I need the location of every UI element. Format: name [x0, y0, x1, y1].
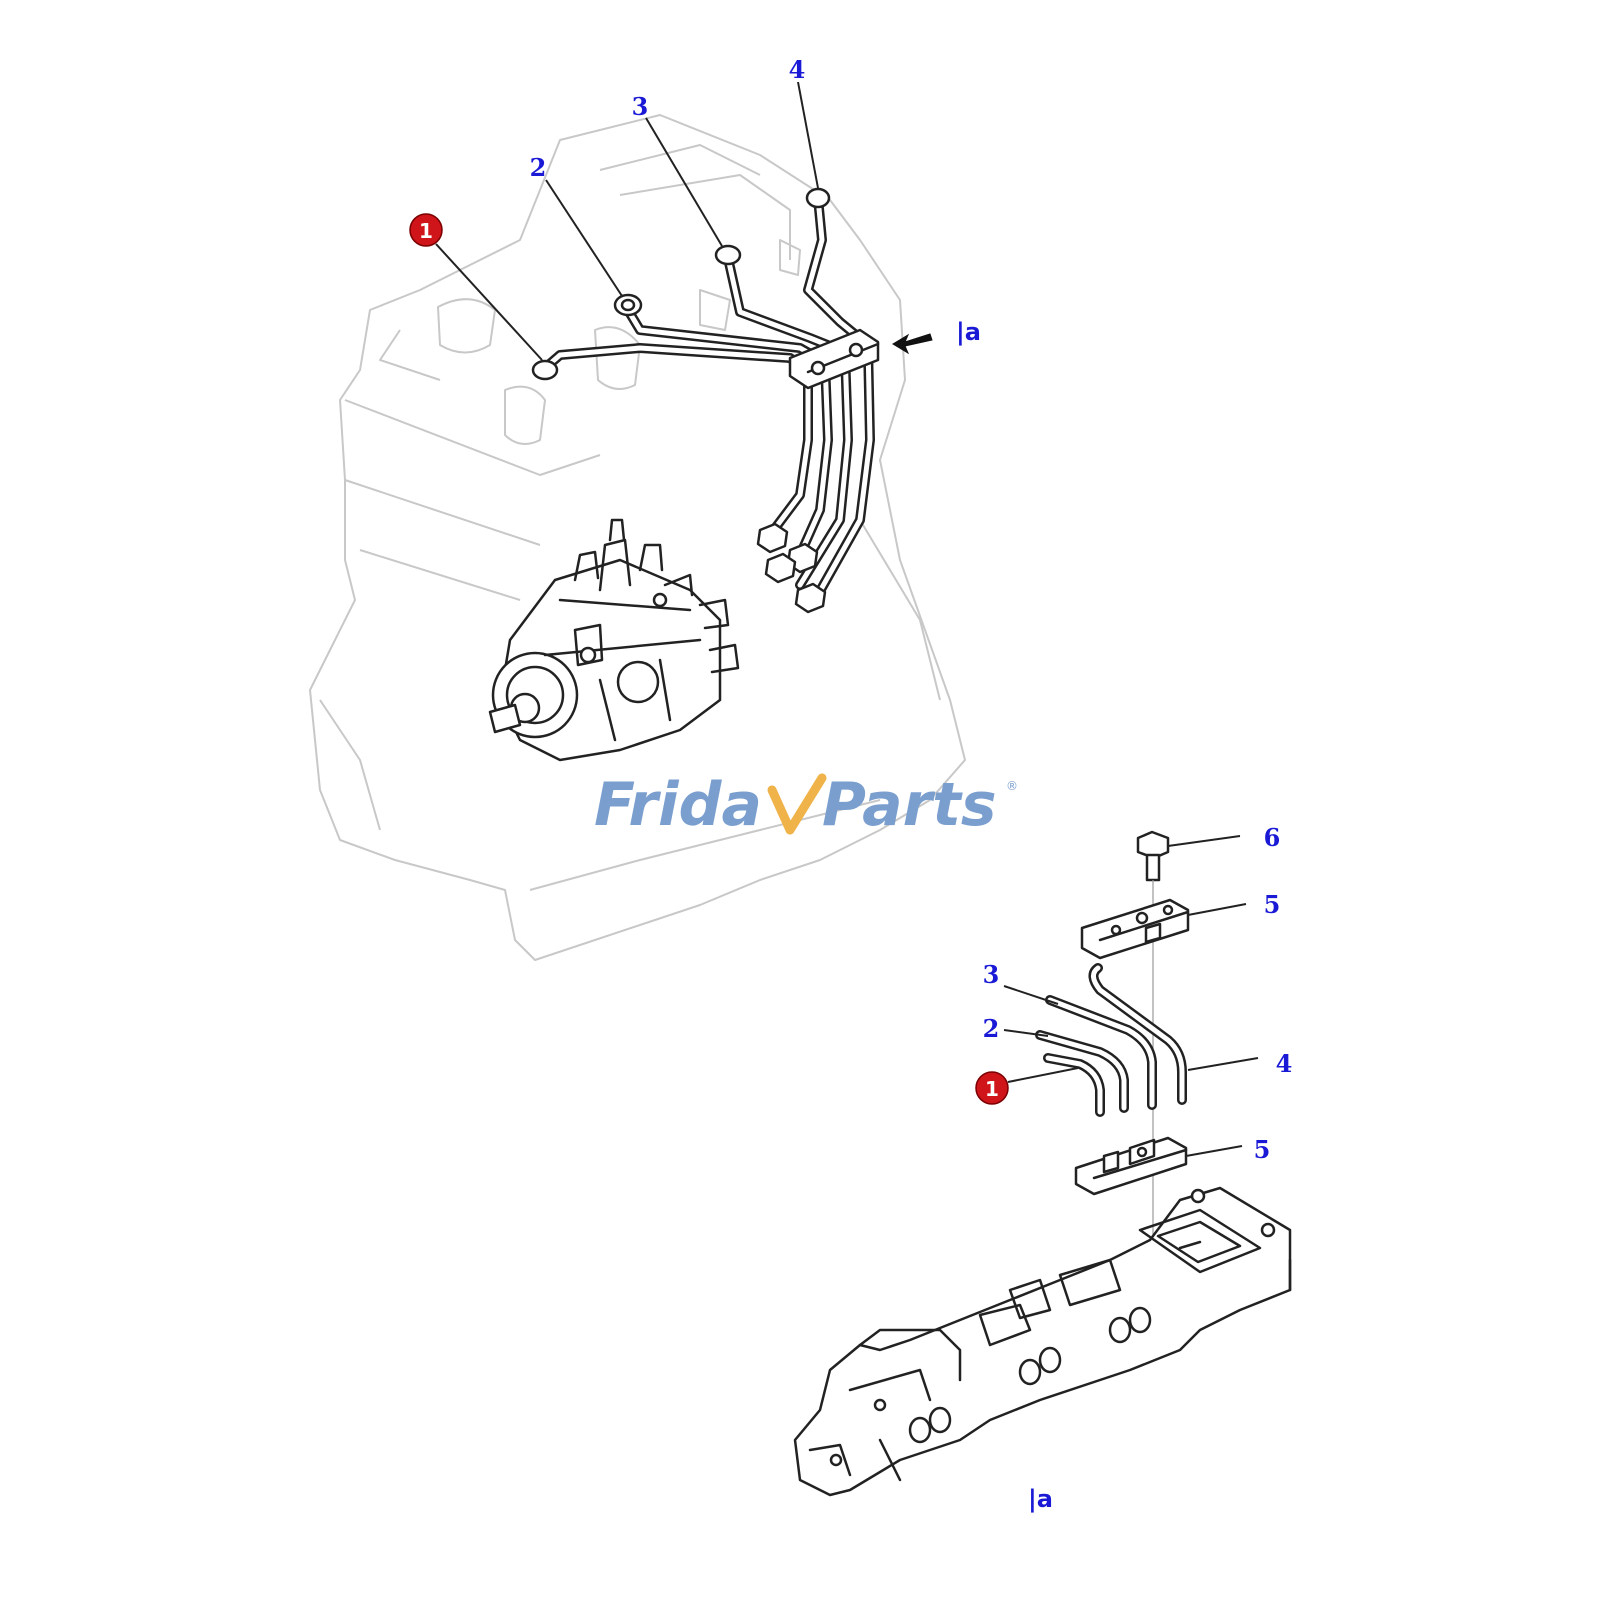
callout-3-top: 3 [632, 92, 649, 121]
leader-line-5-lower [1185, 1145, 1243, 1157]
view-direction-arrow-icon [892, 333, 933, 355]
bolt-head [1136, 830, 1170, 860]
view-ref-top: |a [956, 318, 981, 346]
callout-4-top: 4 [789, 55, 806, 84]
view-ref-detail: |a [1028, 1485, 1053, 1513]
callout-1-top: 1 [419, 219, 433, 243]
watermark-registered: ® [1006, 779, 1018, 793]
callout-2-detail: 2 [983, 1014, 1000, 1043]
leader-line-4-detail [1187, 1057, 1259, 1071]
fuel-injection-pump [488, 518, 740, 762]
leader-line-2 [545, 179, 623, 297]
leader-line-1-detail [1007, 1067, 1079, 1083]
callout-5-lower: 5 [1254, 1135, 1271, 1164]
detail-pipes [1035, 963, 1187, 1117]
detail-callouts: 6 5 3 2 4 1 5 |a [975, 823, 1293, 1513]
injection-pipes-assembly [531, 187, 880, 614]
top-callouts: 1 2 3 4 |a [409, 55, 981, 361]
highlight-badge-1 [409, 213, 443, 247]
watermark-text-parts: Parts [822, 770, 997, 840]
intake-manifold [793, 1186, 1292, 1497]
leader-line-5-upper [1187, 903, 1247, 916]
leader-line-3-detail [1003, 985, 1059, 1005]
leader-line-2-detail [1003, 1029, 1049, 1037]
watermark-text-friday: Frida [594, 770, 762, 840]
watermark-logo: Frida Parts ® [594, 770, 1018, 840]
detail-view: 6 5 3 2 4 1 5 |a [793, 823, 1293, 1513]
callout-4-detail: 4 [1276, 1049, 1293, 1078]
leader-line-3 [645, 117, 723, 247]
leader-line-4 [797, 81, 819, 189]
callout-5-upper: 5 [1264, 890, 1281, 919]
callout-3-detail: 3 [983, 960, 1000, 989]
callout-2-top: 2 [530, 153, 547, 182]
watermark-check-icon [767, 773, 827, 835]
highlight-badge-1-detail [975, 1071, 1009, 1105]
leader-line-1 [435, 243, 543, 361]
callout-6-detail: 6 [1264, 823, 1281, 852]
leader-line-6 [1167, 835, 1241, 847]
callout-1-detail: 1 [985, 1077, 999, 1101]
bolt-shank [1145, 853, 1161, 882]
engine-block-outline [309, 114, 966, 961]
